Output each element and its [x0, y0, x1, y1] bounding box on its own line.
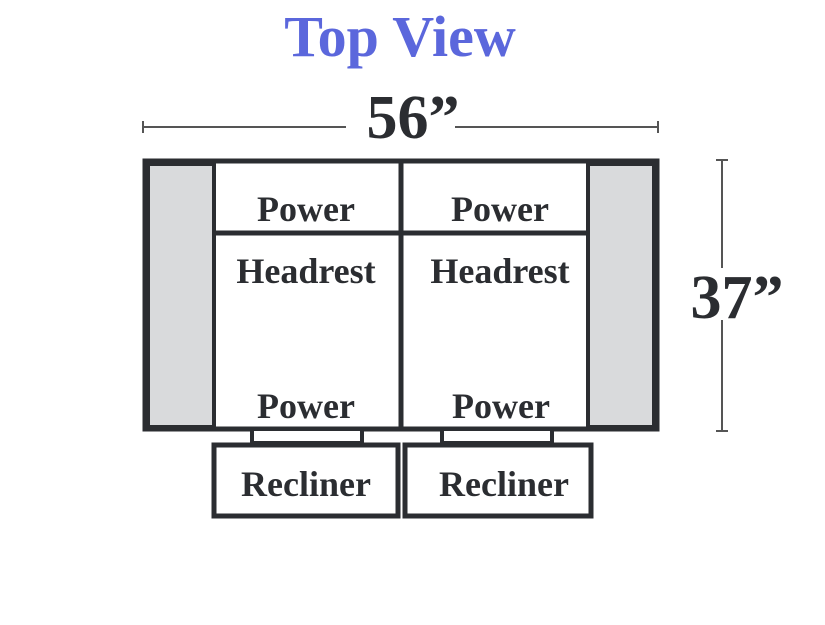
right-armrest — [586, 162, 656, 429]
left-armrest — [146, 162, 216, 429]
footrest-connectors — [250, 427, 554, 445]
seat-right-bottom-power-label: Power — [452, 386, 550, 426]
footrest-right-connector — [440, 427, 554, 445]
width-label: 56” — [367, 84, 460, 152]
footrest-left-connector — [250, 427, 364, 445]
seat-right-top-power-label: Power — [451, 189, 549, 229]
seat-right: Power Headrest Power — [430, 189, 569, 426]
footrest-left — [211, 442, 401, 519]
width-dimension — [142, 121, 659, 133]
footrest-left-label: Recliner — [241, 464, 371, 504]
footrest-right — [402, 442, 594, 519]
depth-label-background — [688, 268, 786, 320]
depth-label: 37” — [691, 264, 784, 332]
seat-left-bottom-power-label: Power — [257, 386, 355, 426]
diagram-title: Top View — [284, 4, 516, 69]
seat-left: Power Headrest Power — [236, 189, 375, 426]
footrest-right-label: Recliner — [439, 464, 569, 504]
seat-left-headrest-label: Headrest — [236, 251, 375, 291]
seat-right-headrest-label: Headrest — [430, 251, 569, 291]
seat-left-top-power-label: Power — [257, 189, 355, 229]
